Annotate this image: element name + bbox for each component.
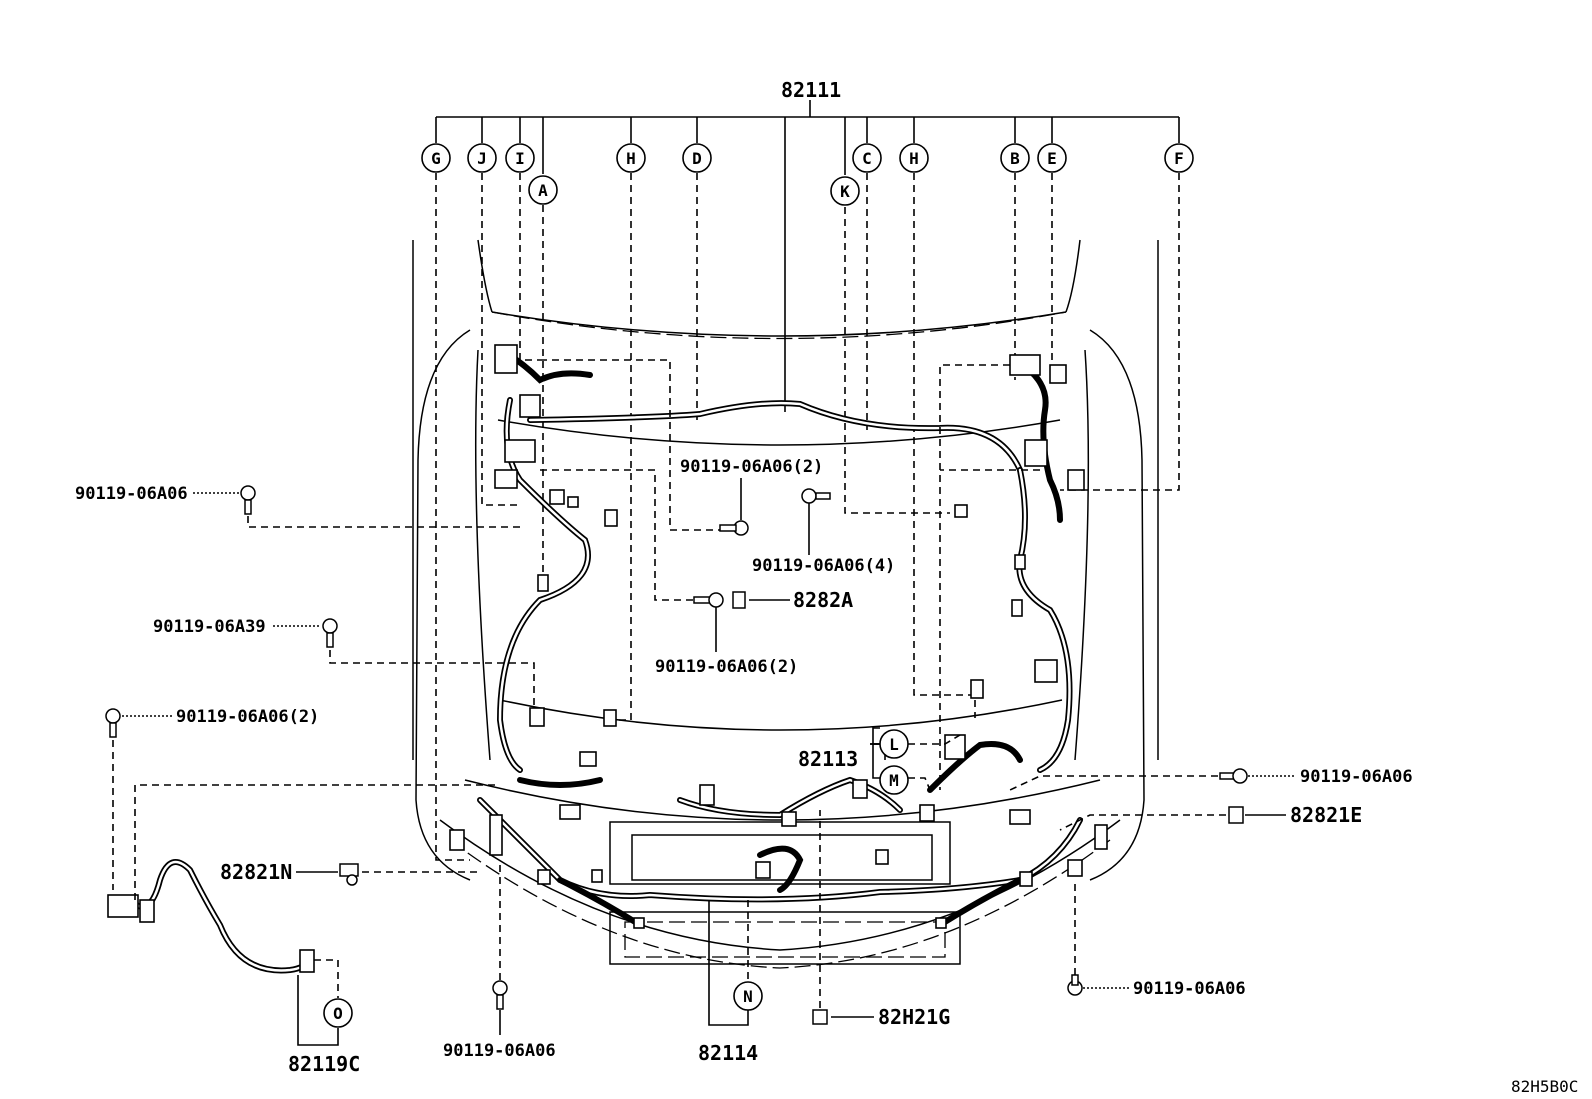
harness-82113: [677, 741, 1023, 819]
clip-82h21g: 82H21G: [812, 810, 950, 1029]
bolt-right-mid: 90119-06A06: [1009, 767, 1413, 791]
svg-text:90119-06A39: 90119-06A39: [153, 617, 266, 637]
circle-label-k: K: [830, 176, 860, 206]
svg-text:C: C: [862, 149, 872, 168]
svg-text:I: I: [515, 149, 525, 168]
svg-text:A: A: [538, 181, 548, 200]
bolt-left-2: 90119-06A06(2): [105, 707, 500, 900]
harness-connectors: [449, 344, 1108, 929]
callout-82114: N 82114: [698, 900, 763, 1065]
clamp-82821e: 82821E: [1059, 803, 1362, 831]
bolt-center-4: 90119-06A06(4): [752, 488, 895, 576]
svg-text:82H21G: 82H21G: [878, 1005, 950, 1029]
svg-text:H: H: [626, 149, 636, 168]
svg-text:L: L: [889, 735, 899, 754]
circle-label-f: F: [1164, 143, 1194, 173]
svg-text:E: E: [1047, 149, 1057, 168]
svg-text:82821E: 82821E: [1290, 803, 1362, 827]
label-82111: 82111: [781, 78, 841, 102]
circle-label-i: I: [505, 143, 535, 173]
circle-label-j: J: [467, 143, 497, 173]
svg-text:F: F: [1174, 149, 1184, 168]
svg-text:90119-06A06: 90119-06A06: [443, 1041, 556, 1061]
label-82113: 82113: [798, 747, 858, 771]
bracket-8282a: 8282A 90119-06A06(2): [655, 588, 853, 677]
circle-label-d: D: [682, 143, 712, 173]
svg-text:K: K: [840, 182, 850, 201]
sensor-wire-82119c: O 82119C: [107, 859, 360, 1076]
clamp-82821n: 82821N: [220, 860, 480, 886]
svg-text:90119-06A06(2): 90119-06A06(2): [655, 657, 798, 677]
circle-label-h-left: H: [616, 143, 646, 173]
svg-text:90119-06A06(2): 90119-06A06(2): [680, 457, 823, 477]
svg-text:8282A: 8282A: [793, 588, 853, 612]
leader-lines: [435, 173, 1180, 861]
inner-dashed-boxes: [540, 359, 1040, 790]
svg-text:O: O: [333, 1004, 343, 1023]
svg-text:N: N: [743, 987, 753, 1006]
bolt-bottom-left: 90119-06A06: [443, 860, 556, 1061]
circle-label-h-right: H: [899, 143, 929, 173]
label-82119c: 82119C: [288, 1052, 360, 1076]
svg-text:90119-06A06: 90119-06A06: [75, 484, 188, 504]
svg-text:90119-06A06(4): 90119-06A06(4): [752, 556, 895, 576]
bolt-right-low: 90119-06A06: [1067, 880, 1246, 999]
circle-label-b: B: [1000, 143, 1030, 173]
callout-82113: L M 82113: [798, 727, 961, 795]
circle-label-g: G: [421, 143, 451, 173]
svg-text:J: J: [477, 149, 487, 168]
circle-label-c: C: [852, 143, 882, 173]
circle-label-a: A: [528, 175, 558, 205]
bolt-a39: 90119-06A39: [153, 617, 535, 710]
bolt-left-top: 90119-06A06: [75, 484, 520, 528]
svg-text:D: D: [692, 149, 702, 168]
svg-text:H: H: [909, 149, 919, 168]
svg-text:B: B: [1010, 149, 1020, 168]
svg-text:90119-06A06: 90119-06A06: [1133, 979, 1246, 999]
diagram-code: 82H5B0C: [1511, 1077, 1578, 1096]
label-82114: 82114: [698, 1041, 758, 1065]
bolt-center-2a: 90119-06A06(2): [680, 457, 823, 536]
svg-text:90119-06A06: 90119-06A06: [1300, 767, 1413, 787]
callout-82111-bracket: [435, 100, 1180, 412]
svg-text:90119-06A06(2): 90119-06A06(2): [176, 707, 319, 727]
circle-label-e: E: [1037, 143, 1067, 173]
svg-text:G: G: [431, 149, 441, 168]
svg-text:M: M: [889, 771, 899, 790]
svg-text:82821N: 82821N: [220, 860, 292, 884]
